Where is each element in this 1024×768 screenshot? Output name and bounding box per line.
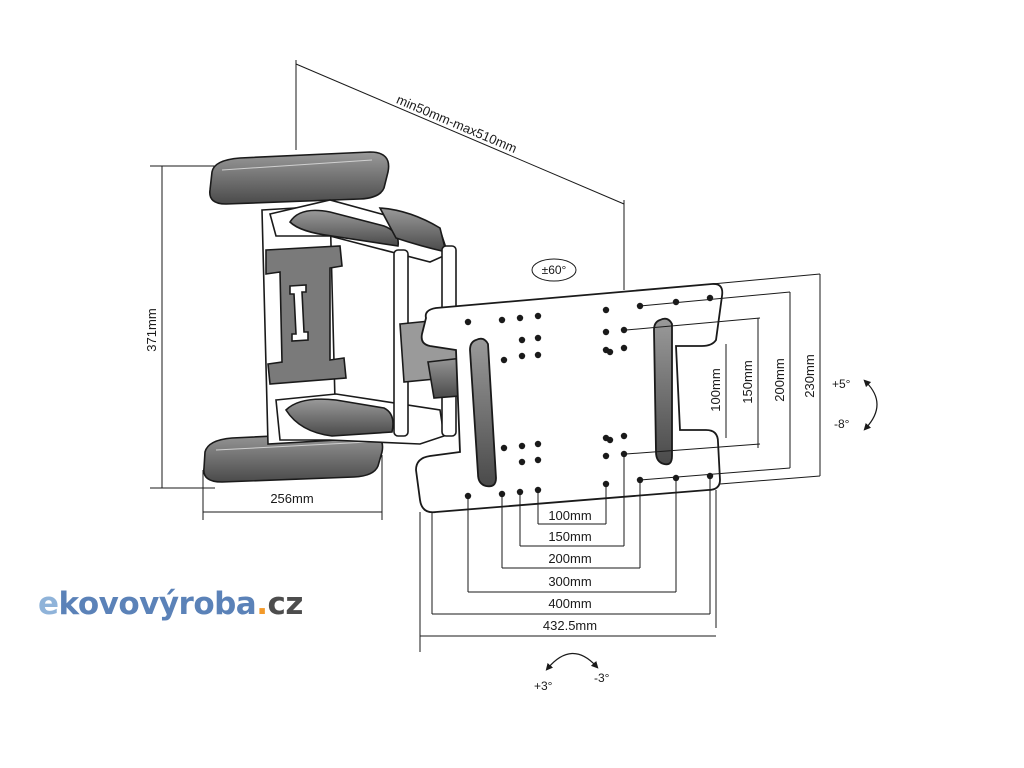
brand-dot: . [256, 586, 268, 622]
rotation-indicator: +3° -3° [534, 652, 610, 693]
brand-tld: cz [267, 586, 304, 622]
vesa-vertical-dimensions [625, 273, 821, 485]
wall-height-label: 371mm [144, 308, 159, 351]
vesa-v-150: 150mm [740, 360, 755, 403]
vesa-horizontal-dimensions [419, 456, 717, 652]
vesa-h-150: 150mm [548, 529, 591, 544]
vesa-v-200: 200mm [772, 358, 787, 401]
swivel-badge: ±60° [531, 258, 577, 282]
tilt-up-label: +5° [832, 377, 851, 391]
depth-label: min50mm-max510mm [394, 92, 519, 156]
vesa-h-300: 300mm [548, 574, 591, 589]
depth-dimension [295, 60, 625, 290]
lower-arm [275, 393, 445, 445]
vesa-h-400: 400mm [548, 596, 591, 611]
vesa-v-230: 230mm [802, 354, 817, 397]
rotation-left-label: +3° [534, 679, 553, 693]
vesa-h-432: 432.5mm [543, 618, 597, 633]
vesa-holes [464, 294, 714, 500]
wall-width-label: 256mm [270, 491, 313, 506]
vesa-h-200: 200mm [548, 551, 591, 566]
vesa-h-100: 100mm [548, 508, 591, 523]
rotation-right-label: -3° [594, 671, 610, 685]
swivel-label: ±60° [542, 263, 567, 277]
upper-arm [269, 199, 449, 263]
brand-logo: ekovovýroba.cz [38, 586, 303, 622]
brand-middle: kovovýroba [58, 586, 257, 622]
wall-width-dimension [202, 455, 383, 520]
tilt-down-label: -8° [834, 417, 850, 431]
vesa-v-100: 100mm [708, 368, 723, 411]
vesa-plate [415, 283, 724, 514]
wall-height-dimension [150, 165, 215, 489]
brand-prefix: e [38, 586, 59, 622]
tilt-indicator: +5° -8° [832, 377, 878, 431]
wall-plate [203, 151, 390, 483]
